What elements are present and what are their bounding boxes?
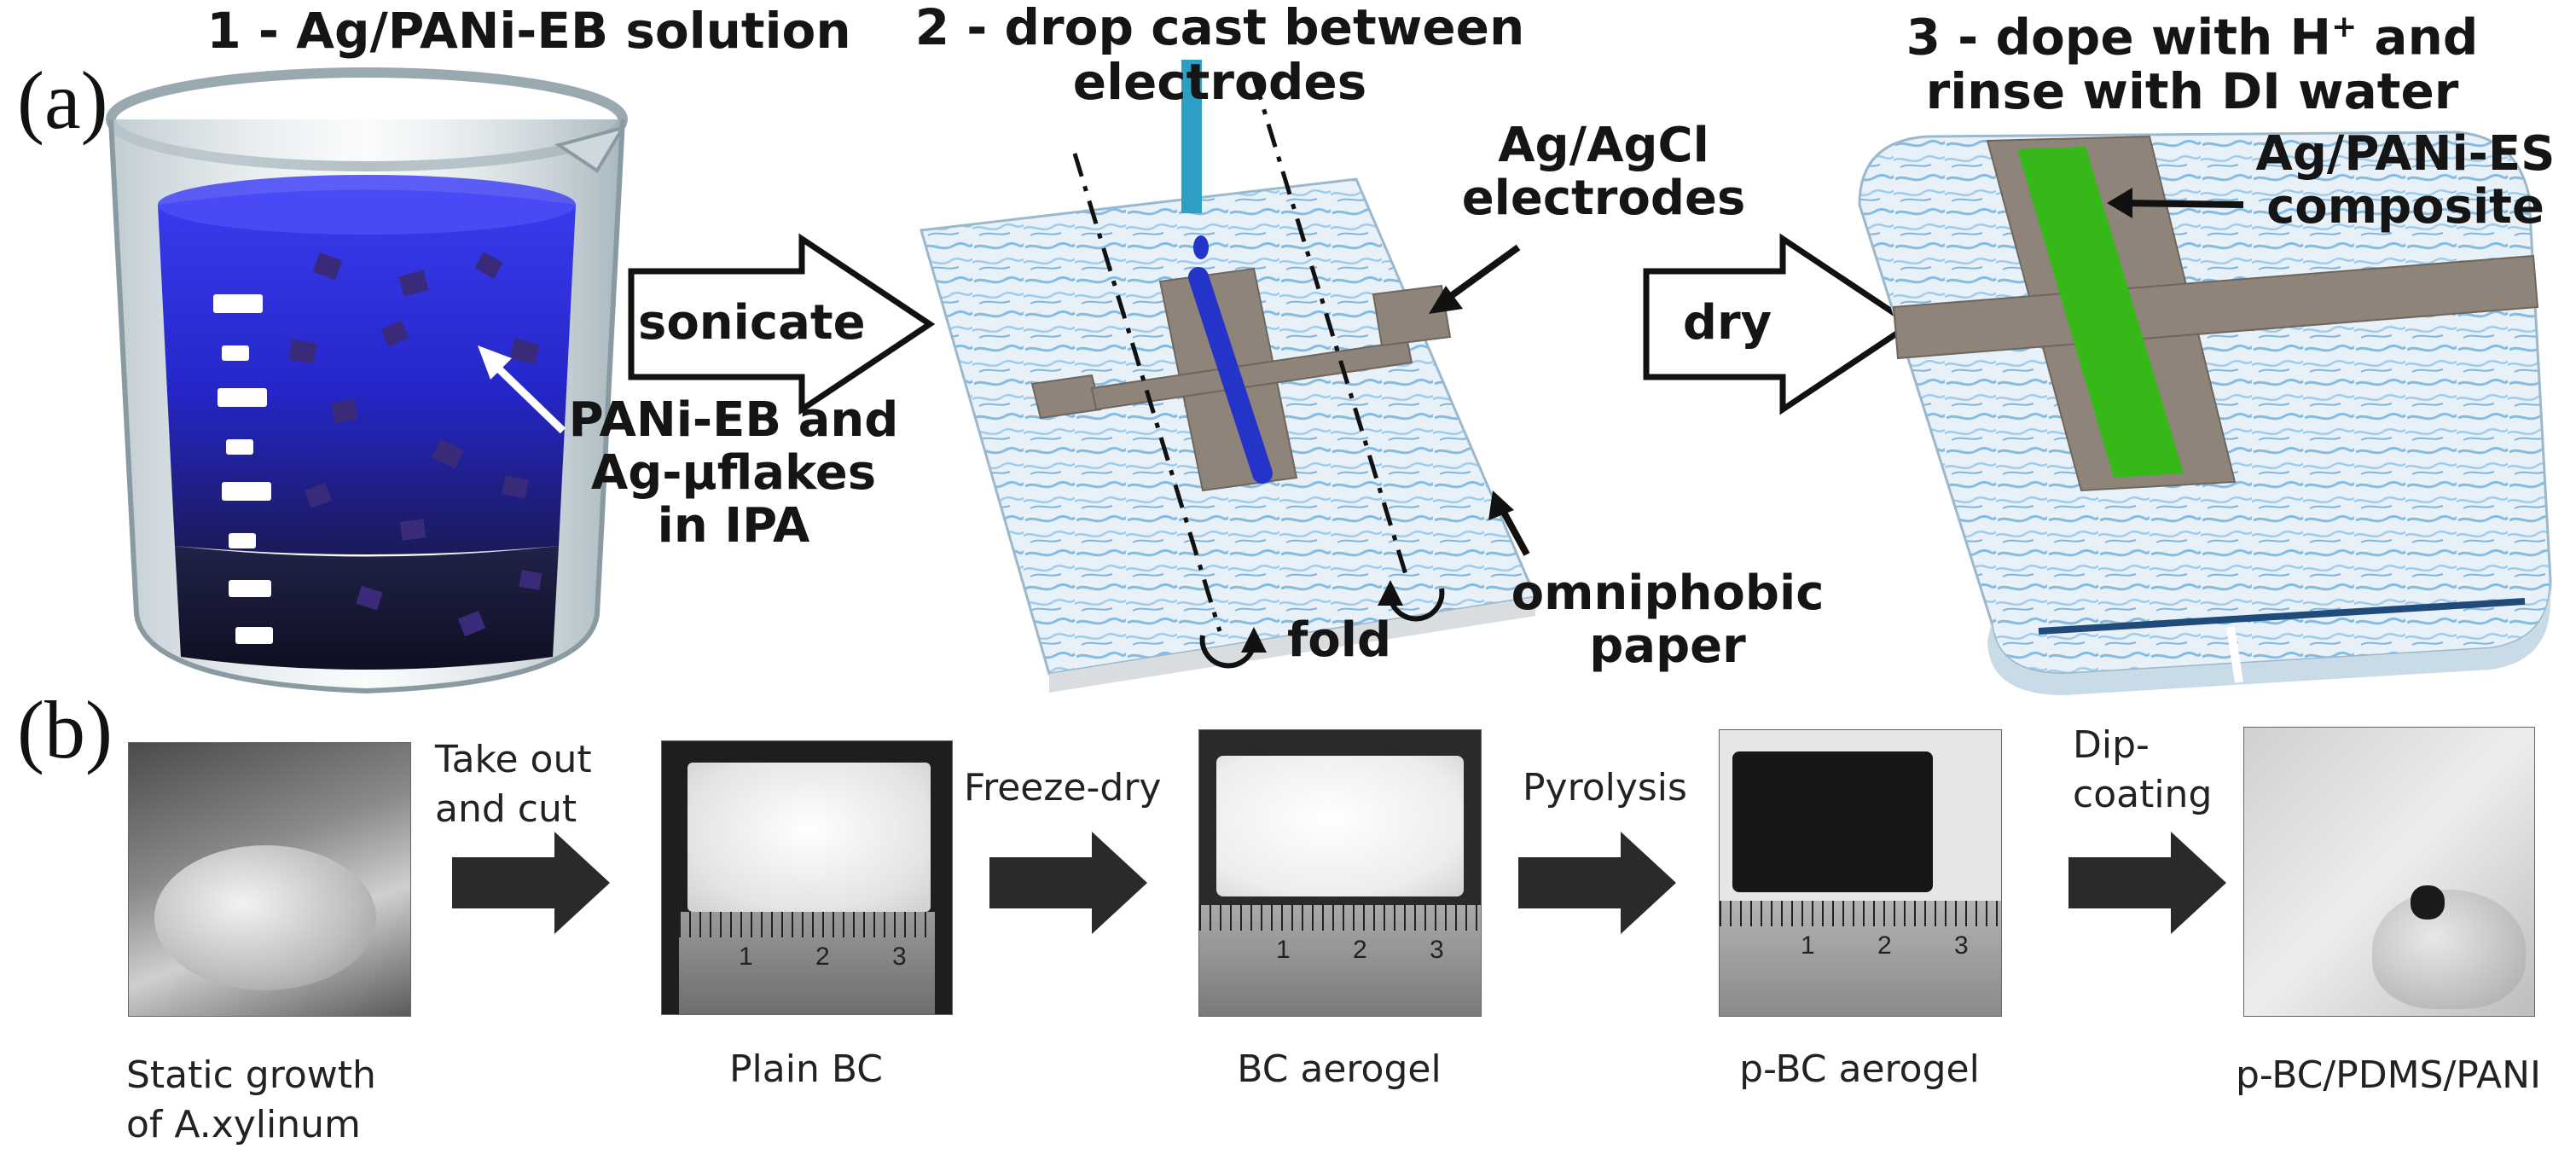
- callout-beaker-line3: in IPA: [657, 498, 810, 554]
- beaker-illustration: [106, 67, 628, 694]
- photo-static-growth: [128, 742, 411, 1017]
- panel-a-label: (a): [17, 55, 108, 146]
- electrodes-callout-arrow: [1429, 244, 1521, 314]
- panel-b-label: (b): [17, 684, 113, 775]
- step3-title: 3 - dope with H+ and rinse with DI water: [1808, 0, 2576, 119]
- bc-pellicle-shape: [154, 845, 376, 990]
- caption-static-growth-line1: Static growth: [126, 1053, 376, 1097]
- callout-paper: omniphobic paper: [1488, 567, 1847, 673]
- arrow-dip-coating: [2068, 832, 2226, 934]
- ruler-tick-3: 3: [892, 943, 907, 971]
- ruler: 1 2 3: [1720, 901, 2001, 1016]
- ruler-tick-3: 3: [1954, 931, 1969, 960]
- ruler-tick-2: 2: [1877, 931, 1892, 960]
- callout-beaker: PANi-EB and Ag-μflakes in IPA: [529, 394, 938, 553]
- arrow-pyrolysis: [1518, 832, 1676, 934]
- step3-title-line1-end: and: [2357, 8, 2479, 67]
- caption-static-growth-line2: of A.xylinum: [126, 1103, 361, 1146]
- callout-beaker-line2: Ag-μflakes: [590, 445, 877, 501]
- beaker-callout-arrow: [478, 345, 566, 434]
- ruler: 1 2 3: [679, 912, 935, 1014]
- callout-electrodes-line1: Ag/AgCl: [1498, 118, 1709, 173]
- dry-label: dry: [1682, 295, 1772, 351]
- step3-title-line2: rinse with DI water: [1925, 62, 2459, 121]
- plain-bc-sample: [688, 763, 931, 912]
- paper-callout-arrow: [1488, 490, 1530, 556]
- arrow-take-out-line1: Take out: [435, 738, 592, 781]
- photo-bc-aerogel: 1 2 3: [1198, 729, 1482, 1017]
- folded-device-illustration: [1858, 131, 2552, 695]
- callout-paper-line1: omniphobic: [1511, 566, 1825, 621]
- glove-finger: [2372, 890, 2526, 1009]
- callout-composite: Ag/PANi-ES composite: [2243, 128, 2567, 234]
- arrow-freeze-dry: [989, 832, 1147, 934]
- callout-electrodes-line2: electrodes: [1461, 171, 1746, 226]
- caption-plain-bc: Plain BC: [729, 1047, 883, 1091]
- arrow-take-out-line2: and cut: [435, 787, 577, 831]
- panel-b-arrows: [452, 832, 2226, 934]
- bc-aerogel-sample: [1216, 756, 1464, 896]
- caption-p-bc-aerogel: p-BC aerogel: [1739, 1047, 1980, 1091]
- arrow-pyrolysis-line1: Pyrolysis: [1523, 766, 1687, 809]
- caption-static-growth: Static growth of A.xylinum: [126, 1051, 433, 1150]
- ruler-tick-1: 1: [1801, 931, 1815, 960]
- ruler-tick-3: 3: [1430, 936, 1444, 964]
- photo-p-bc-aerogel: 1 2 3: [1719, 729, 2002, 1017]
- sonicate-label: sonicate: [638, 295, 866, 351]
- caption-p-bc-pdms-pani: p-BC/PDMS/PANI: [2235, 1053, 2542, 1097]
- step1-title: 1 - Ag/PANi-EB solution: [206, 2, 851, 60]
- caption-bc-aerogel: BC aerogel: [1237, 1047, 1442, 1091]
- step2-title-line2: electrodes: [1072, 53, 1367, 111]
- step2-title: 2 - drop cast between electrodes: [887, 0, 1552, 109]
- ruler-tick-2: 2: [1353, 936, 1367, 964]
- step3-title-line1-text: 3 - dope with H: [1906, 8, 2332, 67]
- arrow-freeze-dry-line1: Freeze-dry: [964, 766, 1162, 809]
- arrow-dip-coating-label: Dip- coating: [2073, 721, 2243, 820]
- pani-sample: [2411, 885, 2445, 920]
- ruler-tick-1: 1: [1276, 936, 1291, 964]
- arrow-pyrolysis-label: Pyrolysis: [1523, 763, 1710, 813]
- composite-callout-arrow: [2107, 188, 2244, 218]
- callout-electrodes: Ag/AgCl electrodes: [1450, 119, 1757, 225]
- step3-title-sup: +: [2331, 9, 2358, 44]
- p-bc-sample: [1732, 751, 1933, 892]
- ruler: 1 2 3: [1199, 905, 1481, 1016]
- arrow-dip-coating-line2: coating: [2073, 773, 2213, 816]
- callout-beaker-line1: PANi-EB and: [568, 392, 899, 448]
- callout-composite-line2: composite: [2266, 179, 2544, 235]
- callout-fold: fold: [1286, 612, 1392, 668]
- ruler-tick-2: 2: [815, 943, 830, 971]
- arrow-take-out: [452, 832, 610, 934]
- dry-arrow: [1643, 233, 1917, 415]
- step3-title-line1: 3 - dope with H+ and: [1808, 0, 2576, 64]
- arrow-dip-coating-line1: Dip-: [2073, 723, 2150, 767]
- sonicate-arrow: [628, 233, 936, 415]
- ruler-tick-1: 1: [739, 943, 753, 971]
- omniphobic-paper-illustration: [920, 60, 1538, 693]
- arrow-take-out-label: Take out and cut: [435, 735, 623, 834]
- photo-plain-bc: 1 2 3: [661, 740, 953, 1015]
- photo-p-bc-pdms-pani: [2243, 727, 2535, 1017]
- callout-paper-line2: paper: [1589, 618, 1746, 674]
- callout-composite-line1: Ag/PANi-ES: [2255, 126, 2556, 182]
- step2-title-line1: 2 - drop cast between: [914, 0, 1525, 56]
- arrow-freeze-dry-label: Freeze-dry: [964, 763, 1186, 813]
